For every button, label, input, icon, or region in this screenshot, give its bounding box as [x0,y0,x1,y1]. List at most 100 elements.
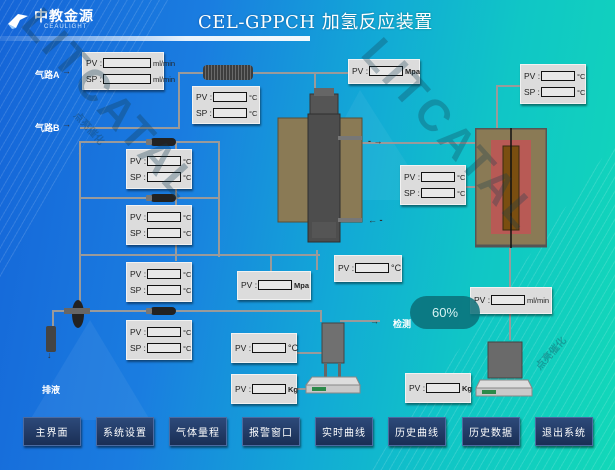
line-heat-1-panel: PV :°C SP :°C [126,149,192,189]
gas-flow-sp-input[interactable] [103,74,151,84]
outlet-temp-pv-field [355,263,389,273]
pipe [52,310,322,312]
preheater-coil [203,65,253,80]
arrow-icon: - → [368,136,383,146]
line-heat-3-panel: PV :°C SP :°C [126,262,192,302]
sp-label: SP : [130,172,146,182]
sp-label: SP : [86,74,102,84]
furnace-top-sp-input[interactable] [541,87,575,97]
pipe [496,85,522,87]
unit-label: ml/min [153,58,176,68]
tube-furnace [475,128,547,248]
unit-label: Kg [288,384,298,394]
arrow-down-icon: ↓ [47,350,52,360]
sp-label: SP : [130,228,146,238]
line-heat-4-sp-input[interactable] [147,343,181,353]
three-way-valve-icon[interactable] [40,298,90,358]
preheat-temp-panel: PV :°C SP :°C [192,86,260,124]
pipe [150,254,320,256]
unit-label: °C [183,212,192,222]
unit-label: Kg [462,383,472,393]
unit-label: °C [391,263,402,273]
line-heat-1-sp-input[interactable] [147,172,181,182]
pipe [79,141,151,143]
unit-label: ml/min [153,74,176,84]
nav-realtime-curve-button[interactable]: 实时曲线 [315,417,373,446]
nav-system-settings-button[interactable]: 系统设置 [96,417,154,446]
line-heat-2-sp-input[interactable] [147,228,181,238]
separator-temp-panel: PV : °C [231,333,299,363]
gas-flow-panel: PV : ml/min SP : ml/min [82,52,175,90]
pipe [357,142,477,144]
line-heat-4-pv-field [147,327,181,337]
furnace-side-temp-panel: PV : °C SP : °C [400,165,466,205]
unit-label: °C [457,188,466,198]
arrow-icon: ← - [368,215,383,225]
nav-exit-button[interactable]: 退出系统 [535,417,593,446]
liquid-flow-pv-field [491,295,525,305]
unit-label: ml/min [527,295,550,305]
arrow-icon: → [370,316,379,326]
arrow-icon: → [62,66,71,76]
pipe [218,141,220,257]
system-pressure-pv-field [258,280,292,290]
unit-label: °C [577,71,586,81]
preheat-pv-field [213,92,247,102]
pv-label: PV : [235,343,252,353]
system-pressure-panel: PV :Mpa [237,271,311,300]
pipe [178,80,180,129]
pv-label: PV : [404,172,421,182]
sp-label: SP : [404,188,420,198]
nav-main-button[interactable]: 主界面 [23,417,81,446]
pipe [175,141,220,143]
drain-label: 排液 [42,385,61,395]
unit-label: °C [183,269,192,279]
pipe [79,254,151,256]
logo: 中教金源 CEAULIGHT [6,6,116,34]
pv-label: PV : [196,92,213,102]
pipe [286,352,322,354]
pv-label: PV : [235,384,252,394]
unit-label: °C [183,228,192,238]
line-heat-1-pv-field [147,156,181,166]
pv-label: PV : [130,156,147,166]
preheat-sp-input[interactable] [213,108,247,118]
pv-label: PV : [86,58,103,68]
pipe [178,72,180,82]
nav-alarm-window-button[interactable]: 报警窗口 [242,417,300,446]
gas-b-label: 气路B [35,123,60,133]
furnace-side-pv-field [421,172,455,182]
progress-indicator: 60% [410,296,480,329]
pipe [496,85,498,130]
separator-temp-pv-field [252,343,286,353]
pipe [286,388,316,390]
logo-subtext: CEAULIGHT [44,24,88,30]
balance-left-panel: PV : Kg [231,374,298,404]
unit-label: °C [288,343,299,353]
detect-label: 检测 [393,319,412,329]
valve-icon[interactable] [146,138,176,146]
logo-text: 中教金源 [34,8,94,24]
valve-icon[interactable] [146,307,176,315]
gas-flow-pv-field [103,58,151,68]
nav-history-curve-button[interactable]: 历史曲线 [388,417,446,446]
line-heat-3-sp-input[interactable] [147,285,181,295]
unit-label: °C [183,327,192,337]
unit-label: Mpa [294,280,309,290]
pipe [178,72,348,74]
sp-label: SP : [524,87,540,97]
pipe [340,320,380,322]
valve-icon[interactable] [146,194,176,202]
pipe [462,186,478,188]
pv-label: PV : [409,383,426,393]
reactor-vessel [277,88,363,243]
nav-gas-range-button[interactable]: 气体量程 [169,417,227,446]
balance-right-pv-field [426,383,460,393]
page-title: CEL-GPPCH 加氢反应装置 [198,12,433,33]
pipe [80,127,180,129]
furnace-side-sp-input[interactable] [421,188,455,198]
reactor-pressure-panel: PV :Mpa [348,59,420,84]
nav-history-data-button[interactable]: 历史数据 [462,417,520,446]
pv-label: PV : [130,212,147,222]
unit-label: °C [457,172,466,182]
